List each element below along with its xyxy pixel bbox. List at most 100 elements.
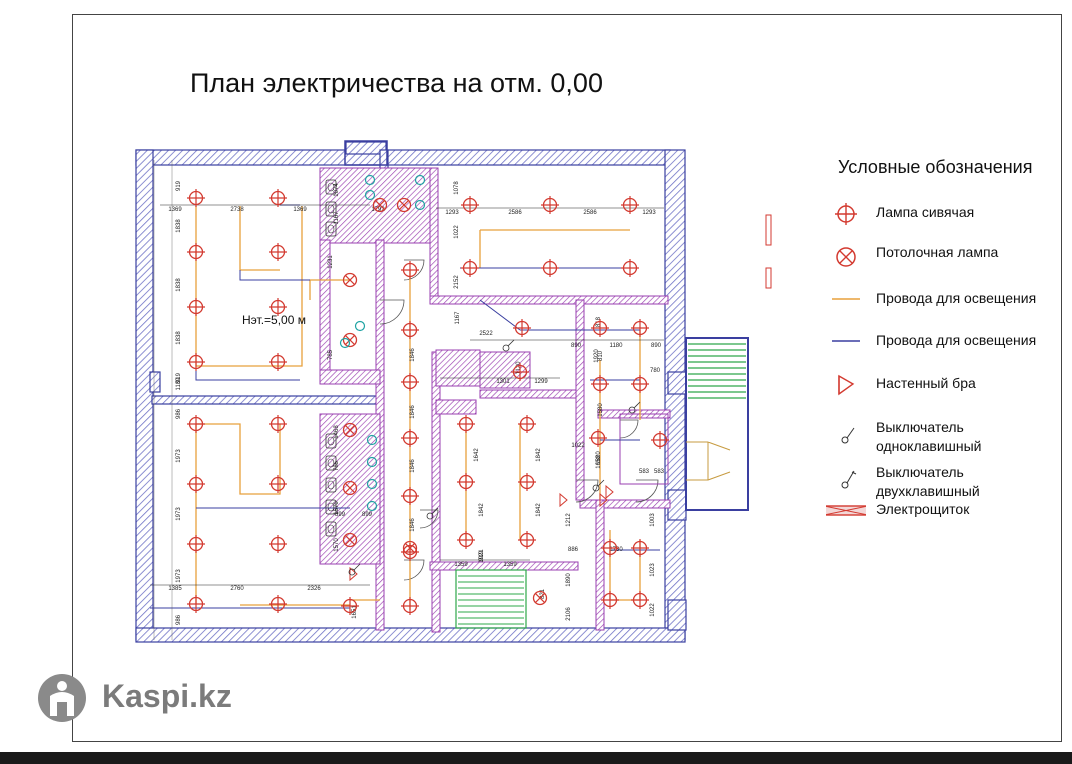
sink-icon [414,174,426,186]
pendant-lamp-icon [513,319,531,337]
bottom-bar [0,752,1072,764]
wire-orange [479,229,630,268]
dimension-label: 583 [654,469,665,475]
interior-partition [435,399,477,415]
dimension-label: 986 [176,614,182,625]
pendant-lamp-icon [401,373,419,391]
dimension-label: 1293 [445,210,459,216]
dimension-label: 1838 [176,278,182,292]
dimension-label: 1301 [496,379,510,385]
drawing-frame [72,14,1062,742]
drawing-title: План электричества на отм. 0,00 [190,68,603,98]
stairs-layer [455,337,749,629]
dimension-label: 1792 [371,207,385,213]
dimension-label: 1842 [536,448,542,462]
ceiling-lamp-icon [342,422,358,438]
pendant-lamp-icon [511,363,529,381]
fixture-layer [325,174,772,582]
legend-label: Выключатель двухклавишный [876,464,980,499]
pendant-lamp-icon [518,531,536,549]
dimension-label: 1973 [176,569,182,583]
pendant-lamp-icon [187,243,205,261]
dimension-label: 1570 [334,501,340,515]
pendant-lamp-icon [541,196,559,214]
interior-partition [479,389,581,399]
sink-icon [339,337,351,349]
legend-label: Выключатель одноклавишный [876,419,982,454]
dimension-label: 1580 [598,403,604,417]
exterior-wall [151,395,381,405]
dimension-label: 1359 [454,562,468,568]
single-switch-icon [628,401,641,414]
pendant-lamp-icon [187,415,205,433]
dimension-label: 583 [639,469,650,475]
pendant-lamp-icon [631,591,649,609]
dimension-label: 1842 [479,503,485,517]
interior-partition [435,349,481,387]
sink-icon [354,320,366,332]
pendant-lamp-icon [461,196,479,214]
dimension-label: 899 [335,512,346,518]
pendant-lamp-icon [621,259,639,277]
pendant-lamp-icon [269,243,287,261]
toilet-icon [325,221,337,237]
sink-icon [366,478,378,490]
orange-wire-icon [832,298,860,300]
dimension-label: 1074 [334,183,340,197]
exterior-wall [345,141,387,155]
dimension-label: 1838 [176,219,182,233]
entrance-niche [344,140,388,166]
porch-door [686,441,731,481]
dimension-label: 1003 [650,513,656,527]
pendant-lamp-icon [651,431,669,449]
electrical-panel-icon [765,214,772,246]
door-swing [575,479,599,503]
pendant-lamp-icon [269,415,287,433]
dimension-label: 785 [334,460,340,471]
legend-label: Электрощиток [876,501,970,517]
pendant-lamp-icon [601,591,619,609]
pendant-lamp-icon [401,597,419,615]
pendant-lamp-icon [187,353,205,371]
exterior-wall [135,627,686,643]
dimension-label: 1973 [176,449,182,463]
door-swing [635,479,659,503]
wall-sconce-icon [559,492,568,508]
single-switch-icon [348,563,361,576]
dimension-label: 2522 [479,331,493,337]
ceiling-lamp-icon [342,272,358,288]
door-swing [619,419,639,439]
interior-partition [429,295,669,305]
exterior-wall [667,599,687,631]
dimension-label: 1120 [516,361,522,375]
dimension-label: 919 [176,180,182,191]
dimension-label: 1846 [410,459,416,473]
toilet-icon [325,499,337,515]
single-switch-icon [841,427,855,444]
pendant-lamp-icon [269,298,287,316]
pendant-lamp-icon [341,597,359,615]
dimension-label: 1838 [176,331,182,345]
dimension-label: 1299 [534,379,548,385]
interior-partition [431,351,441,633]
pendant-lamp-icon [631,539,649,557]
kaspi-logo-icon [38,674,86,722]
exterior-wall [667,489,687,521]
door-swing [419,509,439,529]
legend-label: Лампа сивячая [876,204,975,220]
pendant-lamp-icon [187,475,205,493]
interior-partition [319,167,431,244]
single-switch-icon [426,507,439,520]
dimension-label: 1920 [594,349,600,363]
dimension-label: 1167 [334,211,340,225]
pendant-lamp-icon [601,539,619,557]
dimension-label: 2760 [230,586,244,592]
interior-partition [579,499,671,509]
sink-icon [366,456,378,468]
exterior-porch [685,337,749,511]
ceiling-lamp-icon [342,480,358,496]
dimension-label: 1642 [474,448,480,462]
toilet-icon [325,433,337,449]
dimension-label: 1468 [334,425,340,439]
dimension-label: 2326 [307,586,321,592]
